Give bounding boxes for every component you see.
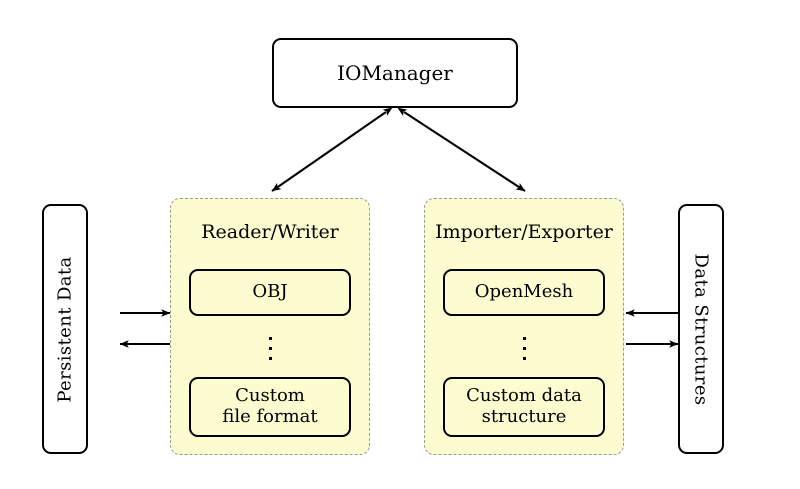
- custom-file-format-line2: file format: [222, 406, 318, 427]
- reader-writer-ellipsis-icon: [171, 327, 369, 369]
- connector-iomanager-reader-writer: [271, 107, 393, 192]
- group-importer-exporter[interactable]: Importer/Exporter OpenMesh Custom data s…: [424, 198, 624, 455]
- importer-exporter-item-custom-data-structure[interactable]: Custom data structure: [443, 377, 605, 437]
- persistent-data-label: Persistent Data: [54, 255, 76, 403]
- importer-exporter-ellipsis-icon: [425, 327, 623, 369]
- group-reader-writer[interactable]: Reader/Writer OBJ Custom file format: [170, 198, 370, 455]
- importer-exporter-item-custom-data-structure-label: Custom data structure: [466, 385, 582, 428]
- connector-iomanager-importer-exporter: [397, 107, 526, 192]
- importer-exporter-item-openmesh-label: OpenMesh: [474, 281, 574, 303]
- data-structures-node[interactable]: Data Structures: [678, 204, 724, 454]
- data-structures-label: Data Structures: [690, 252, 712, 406]
- group-importer-exporter-title: Importer/Exporter: [435, 221, 613, 243]
- group-reader-writer-title: Reader/Writer: [201, 221, 339, 243]
- reader-writer-item-obj[interactable]: OBJ: [189, 269, 351, 316]
- reader-writer-item-custom-file-format-label: Custom file format: [222, 385, 318, 428]
- reader-writer-item-obj-label: OBJ: [252, 281, 288, 303]
- custom-data-structure-line1: Custom data: [466, 385, 582, 407]
- custom-file-format-line1: Custom: [235, 385, 305, 407]
- iomanager-node[interactable]: IOManager: [272, 38, 518, 108]
- reader-writer-item-custom-file-format[interactable]: Custom file format: [189, 377, 351, 437]
- custom-data-structure-line2: structure: [481, 406, 567, 427]
- iomanager-label: IOManager: [337, 61, 453, 85]
- persistent-data-node[interactable]: Persistent Data: [42, 204, 88, 454]
- importer-exporter-item-openmesh[interactable]: OpenMesh: [443, 269, 605, 316]
